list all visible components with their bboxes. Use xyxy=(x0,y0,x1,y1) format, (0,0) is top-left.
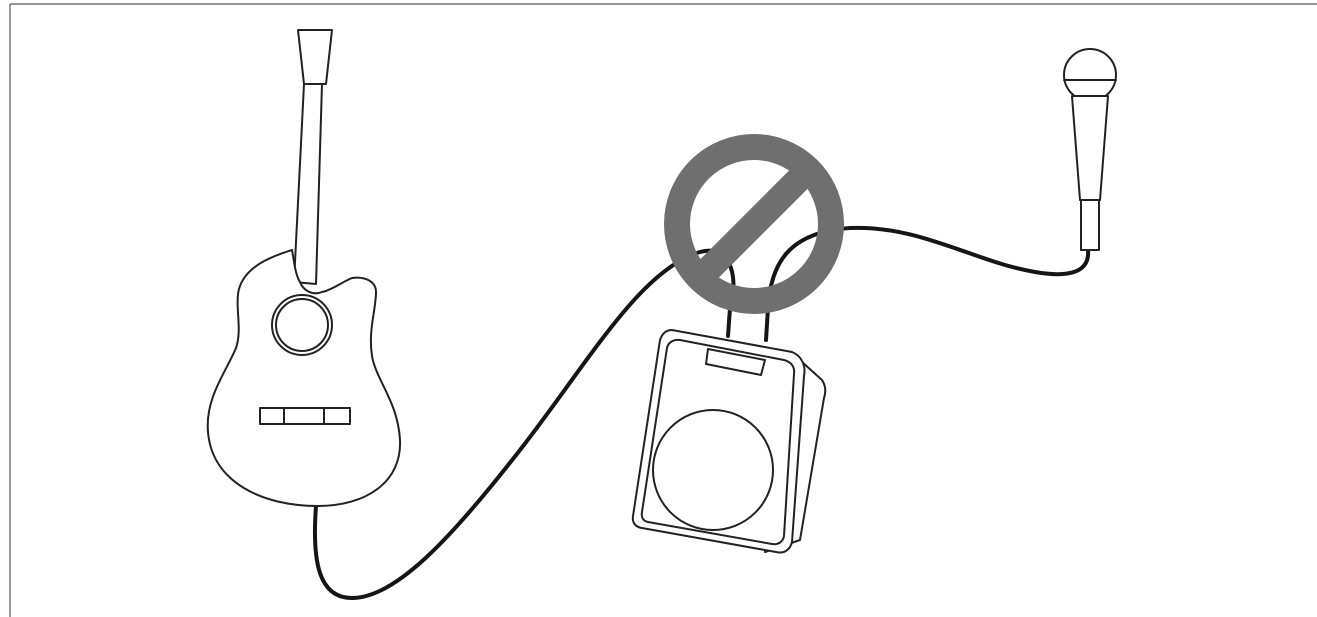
prohibited-slash xyxy=(694,164,814,284)
prohibited-icon xyxy=(677,147,831,301)
guitar-saddle xyxy=(284,408,324,424)
microphone-grille xyxy=(1064,49,1116,101)
speaker-monitor-icon xyxy=(633,330,826,553)
guitar-soundhole-outer xyxy=(272,295,332,355)
guitar-headstock xyxy=(298,30,332,84)
speaker-cone xyxy=(653,410,773,530)
guitar-neck xyxy=(294,84,322,284)
microphone-handle xyxy=(1072,96,1108,200)
guitar-body xyxy=(208,250,400,506)
speaker-jack-left xyxy=(728,308,730,336)
acoustic-guitar-icon xyxy=(208,30,400,506)
microphone-connector xyxy=(1081,200,1099,250)
microphone-icon xyxy=(1064,49,1116,250)
